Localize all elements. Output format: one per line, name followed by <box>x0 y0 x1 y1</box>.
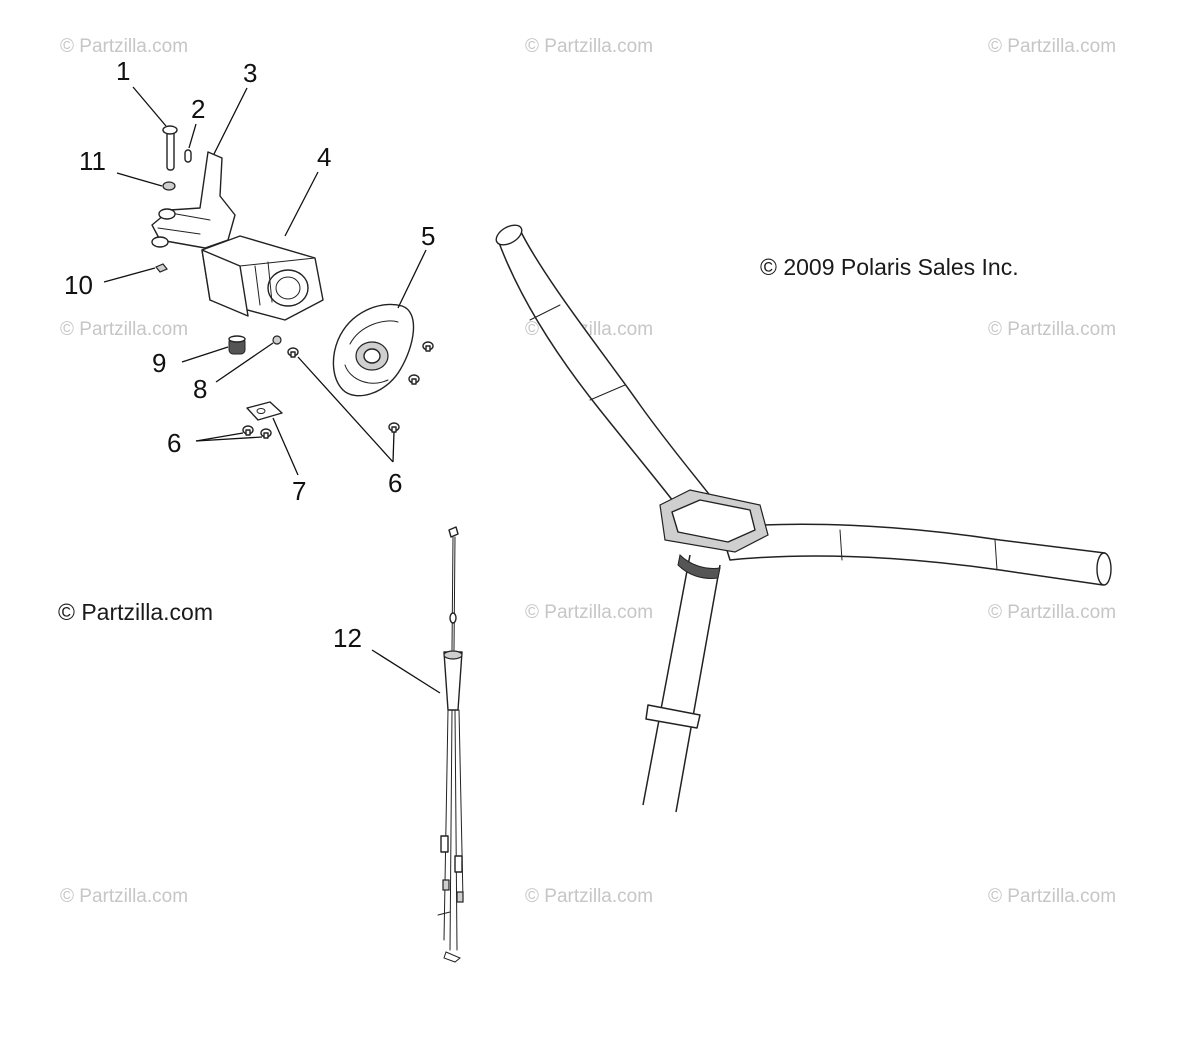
part-10-nut <box>155 263 168 273</box>
watermark: © Partzilla.com <box>988 319 1116 340</box>
watermark: © Partzilla.com <box>988 36 1116 57</box>
copyright-notice: © 2009 Polaris Sales Inc. <box>760 254 1019 280</box>
watermark: © Partzilla.com <box>988 602 1116 623</box>
callout-6-right: 6 <box>388 468 402 498</box>
callout-2: 2 <box>191 94 205 124</box>
part-6-screws <box>242 341 434 439</box>
watermark: © Partzilla.com <box>988 886 1116 907</box>
leader-lines <box>103 86 441 694</box>
watermark-prominent: © Partzilla.com <box>58 599 213 625</box>
part-4-throttle-housing <box>201 235 324 321</box>
watermark: © Partzilla.com <box>525 602 653 623</box>
part-5-cover <box>332 303 415 397</box>
callout-12: 12 <box>333 623 362 653</box>
callout-1: 1 <box>116 56 130 86</box>
callout-11: 11 <box>79 146 106 176</box>
handlebar-illustration <box>495 224 1112 813</box>
part-1-pin <box>162 125 178 171</box>
part-2-ring <box>184 149 192 163</box>
callout-3: 3 <box>243 58 257 88</box>
part-3-lever-bracket <box>151 151 236 249</box>
part-7-plate <box>246 401 283 421</box>
part-12-throttle-cable <box>437 526 464 963</box>
part-11-nut <box>162 181 176 191</box>
callout-5: 5 <box>421 221 435 251</box>
part-9-grommet <box>228 335 246 355</box>
watermark: © Partzilla.com <box>525 36 653 57</box>
callout-7: 7 <box>292 476 306 506</box>
callout-8: 8 <box>193 374 207 404</box>
callout-6-left: 6 <box>167 428 181 458</box>
callout-10: 10 <box>64 270 93 300</box>
watermark: © Partzilla.com <box>525 886 653 907</box>
part-8-screw <box>272 335 282 345</box>
watermark: © Partzilla.com <box>60 886 188 907</box>
watermark: © Partzilla.com <box>60 36 188 57</box>
watermark: © Partzilla.com <box>60 319 188 340</box>
callout-4: 4 <box>317 142 331 172</box>
callout-9: 9 <box>152 348 166 378</box>
watermark-layer: © Partzilla.com © Partzilla.com © Partzi… <box>58 36 1116 907</box>
callout-labels: 1 2 3 11 4 5 10 9 8 6 7 6 12 <box>64 56 435 653</box>
